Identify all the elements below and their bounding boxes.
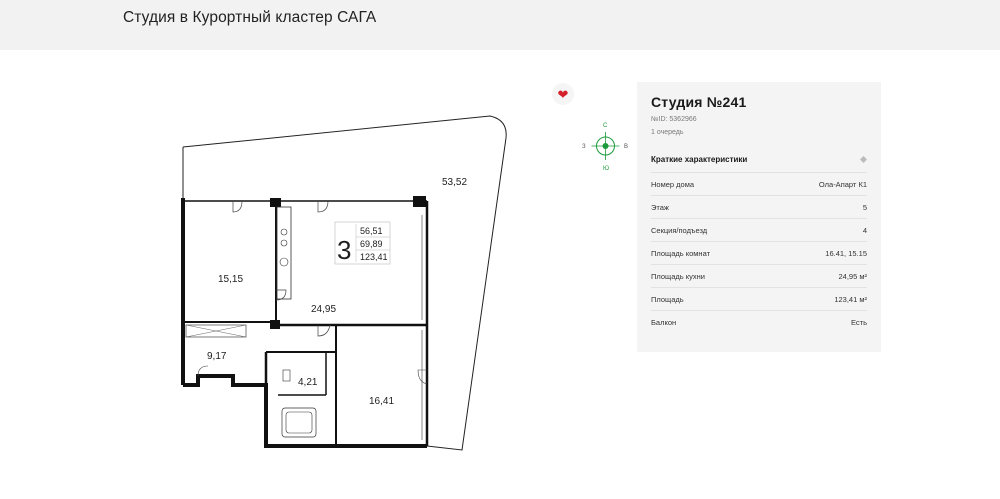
room-area-hall: 9,17 [207, 351, 227, 362]
spec-row-section: Секция/подъезд 4 [651, 218, 867, 242]
spec-value: Есть [850, 318, 867, 327]
terrace-outline [182, 115, 507, 451]
compass-south: Ю [603, 166, 609, 172]
apartment-id: №ID: 5362966 [651, 116, 697, 123]
characteristics-toggle[interactable]: Краткие характеристики [651, 155, 867, 167]
wardrobe [185, 324, 247, 338]
kitchen-unit [276, 206, 292, 300]
room-area-bedroom-2: 16,41 [369, 396, 394, 407]
area-total: 123,41 [360, 252, 388, 262]
area-useful: 69,89 [360, 239, 383, 249]
spec-label: Площадь [651, 295, 684, 304]
top-bar: Студия в Курортный кластер САГА [0, 0, 1000, 50]
page-title: Студия в Курортный кластер САГА [123, 9, 377, 26]
characteristics-title: Краткие характеристики [651, 155, 748, 164]
diamond-icon [860, 156, 867, 163]
spec-label: Балкон [651, 318, 677, 327]
spec-row-total-area: Площадь 123,41 м² [651, 287, 867, 311]
area-box [334, 221, 391, 265]
compass-north: С [603, 123, 608, 129]
spec-value: 123,41 м² [834, 295, 867, 304]
rooms-count: 3 [337, 235, 351, 265]
spec-label: Площадь комнат [651, 249, 711, 258]
spec-value: 4 [862, 226, 867, 235]
spec-label: Этаж [651, 203, 669, 212]
room-area-bedroom-1: 15,15 [218, 274, 243, 285]
column [413, 196, 426, 207]
spec-row-house: Номер дома Ола-Апарт К1 [651, 172, 867, 196]
heart-icon[interactable]: ❤ [552, 83, 574, 105]
apartment-card: Студия №241 №ID: 5362966 1 очередь Кратк… [637, 82, 881, 352]
spec-row-kitchen-area: Площадь кухни 24,95 м² [651, 264, 867, 288]
spec-label: Номер дома [651, 180, 695, 189]
spec-row-floor: Этаж 5 [651, 195, 867, 219]
spec-row-balcony: Балкон Есть [651, 310, 867, 334]
compass-icon: С Ю З В [582, 123, 628, 172]
area-living: 56,51 [360, 226, 383, 236]
spec-value: Ола-Апарт К1 [818, 180, 867, 189]
room-area-kitchen: 24,95 [311, 304, 336, 315]
room-area-bath: 4,21 [298, 377, 318, 388]
spec-value: 16.41, 15.15 [825, 249, 867, 258]
spec-label: Секция/подъезд [651, 226, 708, 235]
spec-label: Площадь кухни [651, 272, 705, 281]
spec-value: 5 [862, 203, 867, 212]
spec-row-room-area: Площадь комнат 16.41, 15.15 [651, 241, 867, 265]
apartment-queue: 1 очередь [651, 129, 684, 136]
room-area-terrace: 53,52 [442, 177, 467, 188]
spec-value: 24,95 м² [838, 272, 867, 281]
compass-west: З [582, 144, 586, 150]
compass-east: В [624, 144, 628, 150]
apartment-title: Студия №241 [651, 94, 747, 110]
bathtub [281, 407, 317, 438]
